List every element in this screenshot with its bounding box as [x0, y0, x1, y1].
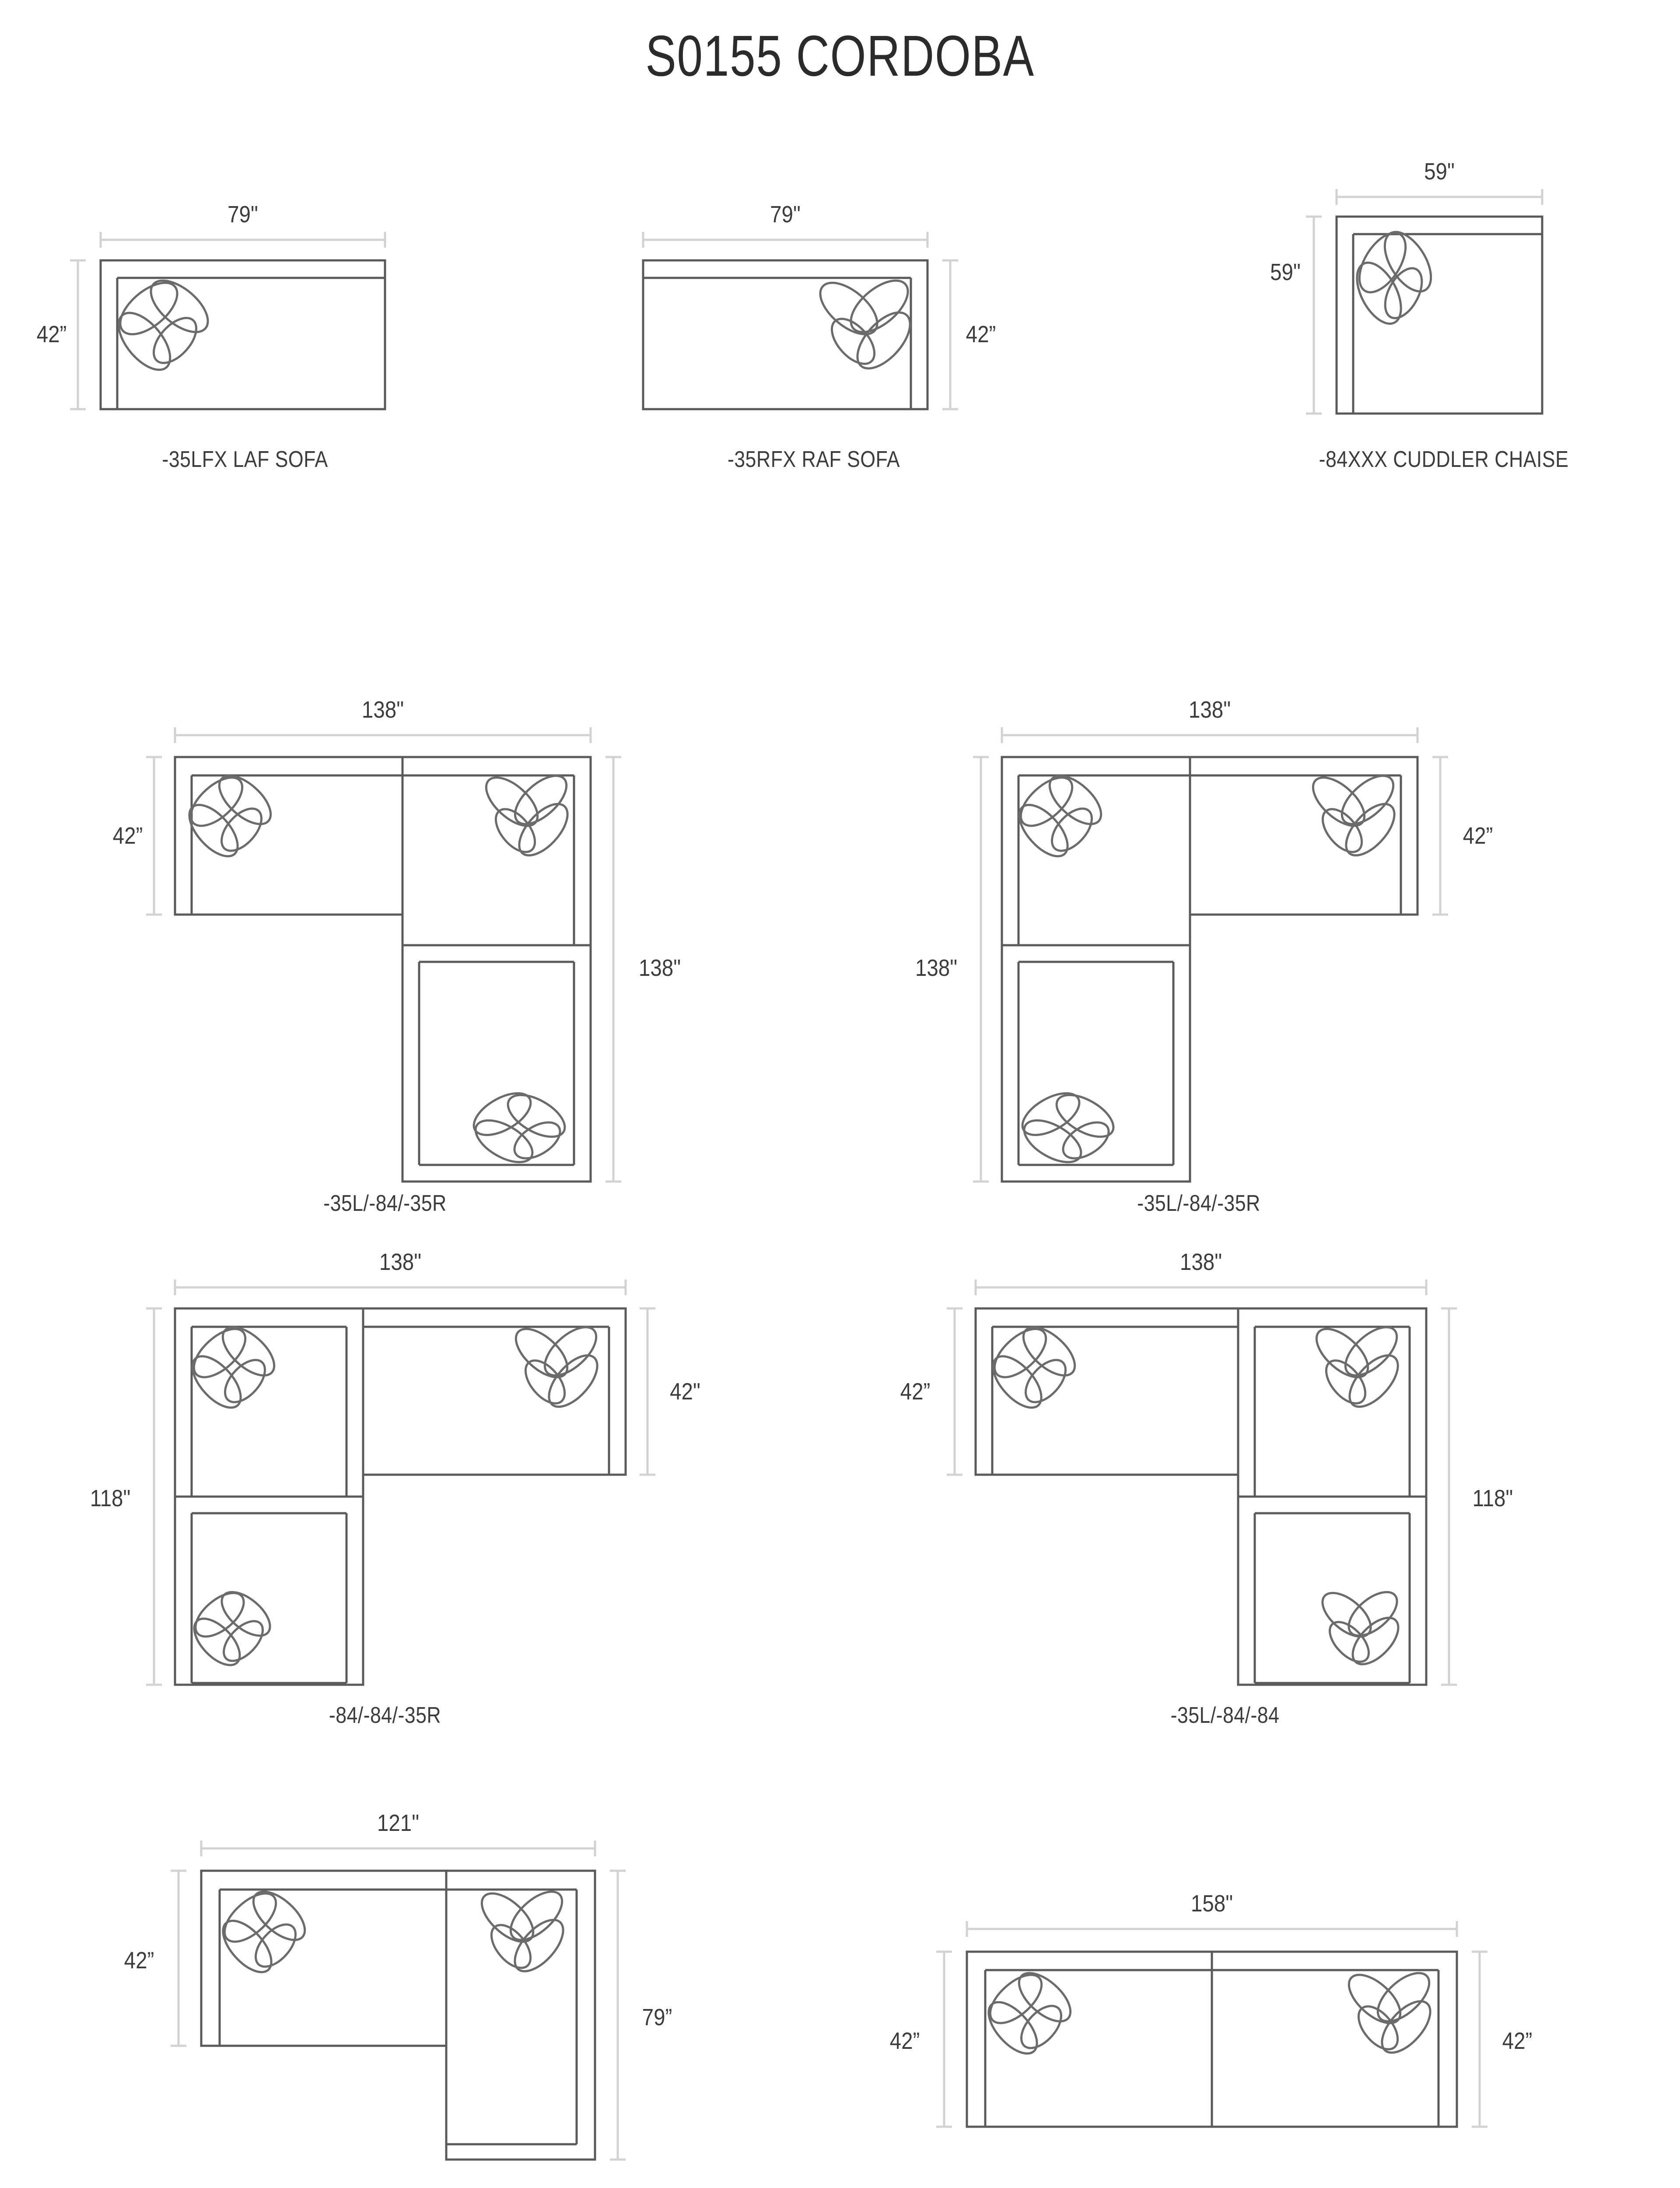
pillow-cluster-icon [992, 1326, 1076, 1409]
dim-left-label: 138" [915, 954, 957, 981]
pillow-cluster-icon [193, 1591, 271, 1666]
dim-right-label: 42” [1502, 2027, 1533, 2054]
dim-top-line [1001, 727, 1419, 743]
config-35l-35r: 158" 42” 42” [866, 1890, 1533, 2188]
dim-top-line [174, 727, 592, 743]
dim-top-line [974, 1280, 1428, 1295]
dim-right-label: 138" [639, 954, 681, 981]
config-caption-35l-84-35r-a: -35L/-84/-35R [323, 1191, 447, 1216]
config-35l-35l: 121" 42” 79” [88, 1794, 678, 2188]
dim-left-line [146, 756, 162, 916]
dim-top-label: 138" [1189, 696, 1231, 723]
dim-left-line [1306, 215, 1322, 415]
dim-left-line [171, 1869, 186, 2047]
dim-right-label: 42” [966, 321, 996, 347]
dim-left-label: 59" [1270, 259, 1301, 285]
dim-right-line [606, 756, 621, 1183]
dim-top-label: 59" [1424, 158, 1455, 185]
dim-right-line [942, 259, 958, 410]
dim-right-label: 118" [1473, 1485, 1513, 1511]
config-35l-84-35r-a: 138" 42” 138" [113, 674, 735, 1190]
dim-right-line [1441, 1307, 1457, 1686]
config-caption-35l-84-84: -35L/-84/-84 [1170, 1703, 1280, 1728]
pillow-cluster-icon [191, 1326, 276, 1409]
dim-top-line [642, 232, 929, 248]
dim-right-line [1432, 756, 1448, 916]
dim-top-label: 79" [770, 201, 801, 228]
dim-left-label: 42” [113, 822, 143, 849]
pillow-cluster-icon [485, 775, 569, 857]
pillow-cluster-icon [1018, 775, 1102, 858]
pillow-cluster-icon [1021, 1092, 1115, 1164]
dim-right-label: 79” [642, 2004, 672, 2030]
config-35l-84-84: 138" 42” 118" [888, 1248, 1536, 1715]
pillow-cluster-icon [987, 1972, 1072, 2055]
dim-right-line [610, 1869, 626, 2161]
dim-top-line [1335, 189, 1544, 205]
pillow-cluster-icon [1356, 231, 1432, 325]
dim-right-line [1472, 1950, 1488, 2128]
pillow-cluster-icon [1348, 1972, 1432, 2054]
dim-top-label: 121" [377, 1809, 419, 1836]
config-84-84-35r: 138" 118" 42" [90, 1248, 757, 1715]
dim-right-label: 42” [1463, 822, 1493, 849]
config-caption-84-84-35r: -84/-84/-35R [329, 1703, 441, 1728]
pillow-cluster-icon [188, 775, 272, 858]
pillow-cluster-icon [1312, 775, 1396, 857]
piece-caption-laf-sofa: -35LFX LAF SOFA [162, 447, 328, 472]
piece-raf-sofa: 79" 42” [573, 166, 1054, 438]
piece-caption-cuddler-chaise: -84XXX CUDDLER CHAISE [1319, 447, 1569, 472]
dim-top-label: 79" [228, 201, 258, 228]
pillow-cluster-icon [1321, 1591, 1400, 1666]
dim-top-label: 138" [379, 1248, 421, 1275]
dim-left-line [70, 259, 86, 410]
dim-top-line [966, 1921, 1458, 1937]
config-35l-84-35r-b: 138" 138" 42” [888, 674, 1522, 1190]
page-title: S0155 CORDOBA [645, 24, 1035, 88]
dim-left-label: 118" [90, 1485, 131, 1511]
pillow-cluster-icon [514, 1326, 598, 1408]
dim-left-line [936, 1950, 952, 2128]
dim-left-label: 42” [124, 1947, 154, 1974]
pillow-cluster-icon [117, 279, 209, 371]
dim-right-label: 42" [670, 1378, 700, 1405]
pillow-cluster-icon [1315, 1326, 1399, 1408]
dim-left-line [973, 756, 989, 1183]
pillow-cluster-icon [819, 279, 911, 370]
piece-cuddler-chaise: 59" 59" [1208, 149, 1680, 446]
dim-left-line [146, 1307, 162, 1686]
pillow-cluster-icon [472, 1092, 566, 1164]
dim-top-line [200, 1841, 596, 1856]
piece-laf-sofa: 79" 42” [0, 166, 481, 438]
dim-top-label: 138" [1180, 1248, 1222, 1275]
dim-left-label: 42” [890, 2027, 920, 2054]
dim-top-label: 138" [362, 696, 404, 723]
pillow-cluster-icon [480, 1890, 564, 1973]
dim-left-label: 42” [900, 1378, 931, 1405]
dim-left-line [947, 1307, 962, 1476]
dim-left-label: 42” [37, 321, 67, 347]
dim-top-label: 158" [1191, 1890, 1233, 1917]
config-caption-35l-84-35r-b: -35L/-84/-35R [1137, 1191, 1260, 1216]
piece-caption-raf-sofa: -35RFX RAF SOFA [727, 447, 900, 472]
dim-right-line [640, 1307, 655, 1476]
dim-top-line [99, 232, 386, 248]
pillow-cluster-icon [222, 1890, 306, 1974]
dim-top-line [174, 1280, 627, 1295]
